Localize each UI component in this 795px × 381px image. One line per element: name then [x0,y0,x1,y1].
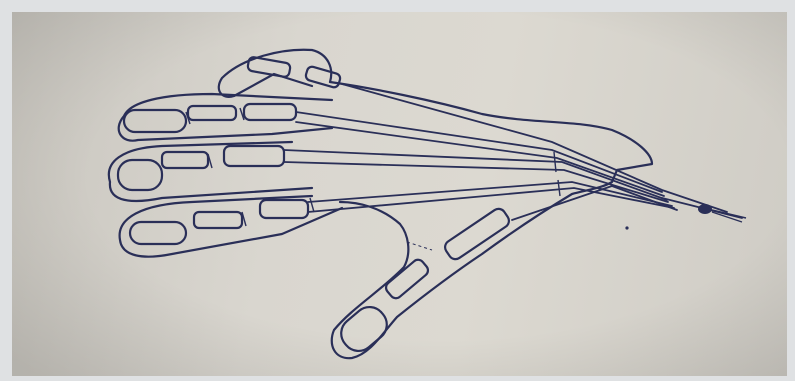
sketch-photo [12,12,787,376]
hand-exoskeleton-sketch [12,12,787,376]
ink-dot [625,226,628,229]
paper-shading [12,12,787,376]
